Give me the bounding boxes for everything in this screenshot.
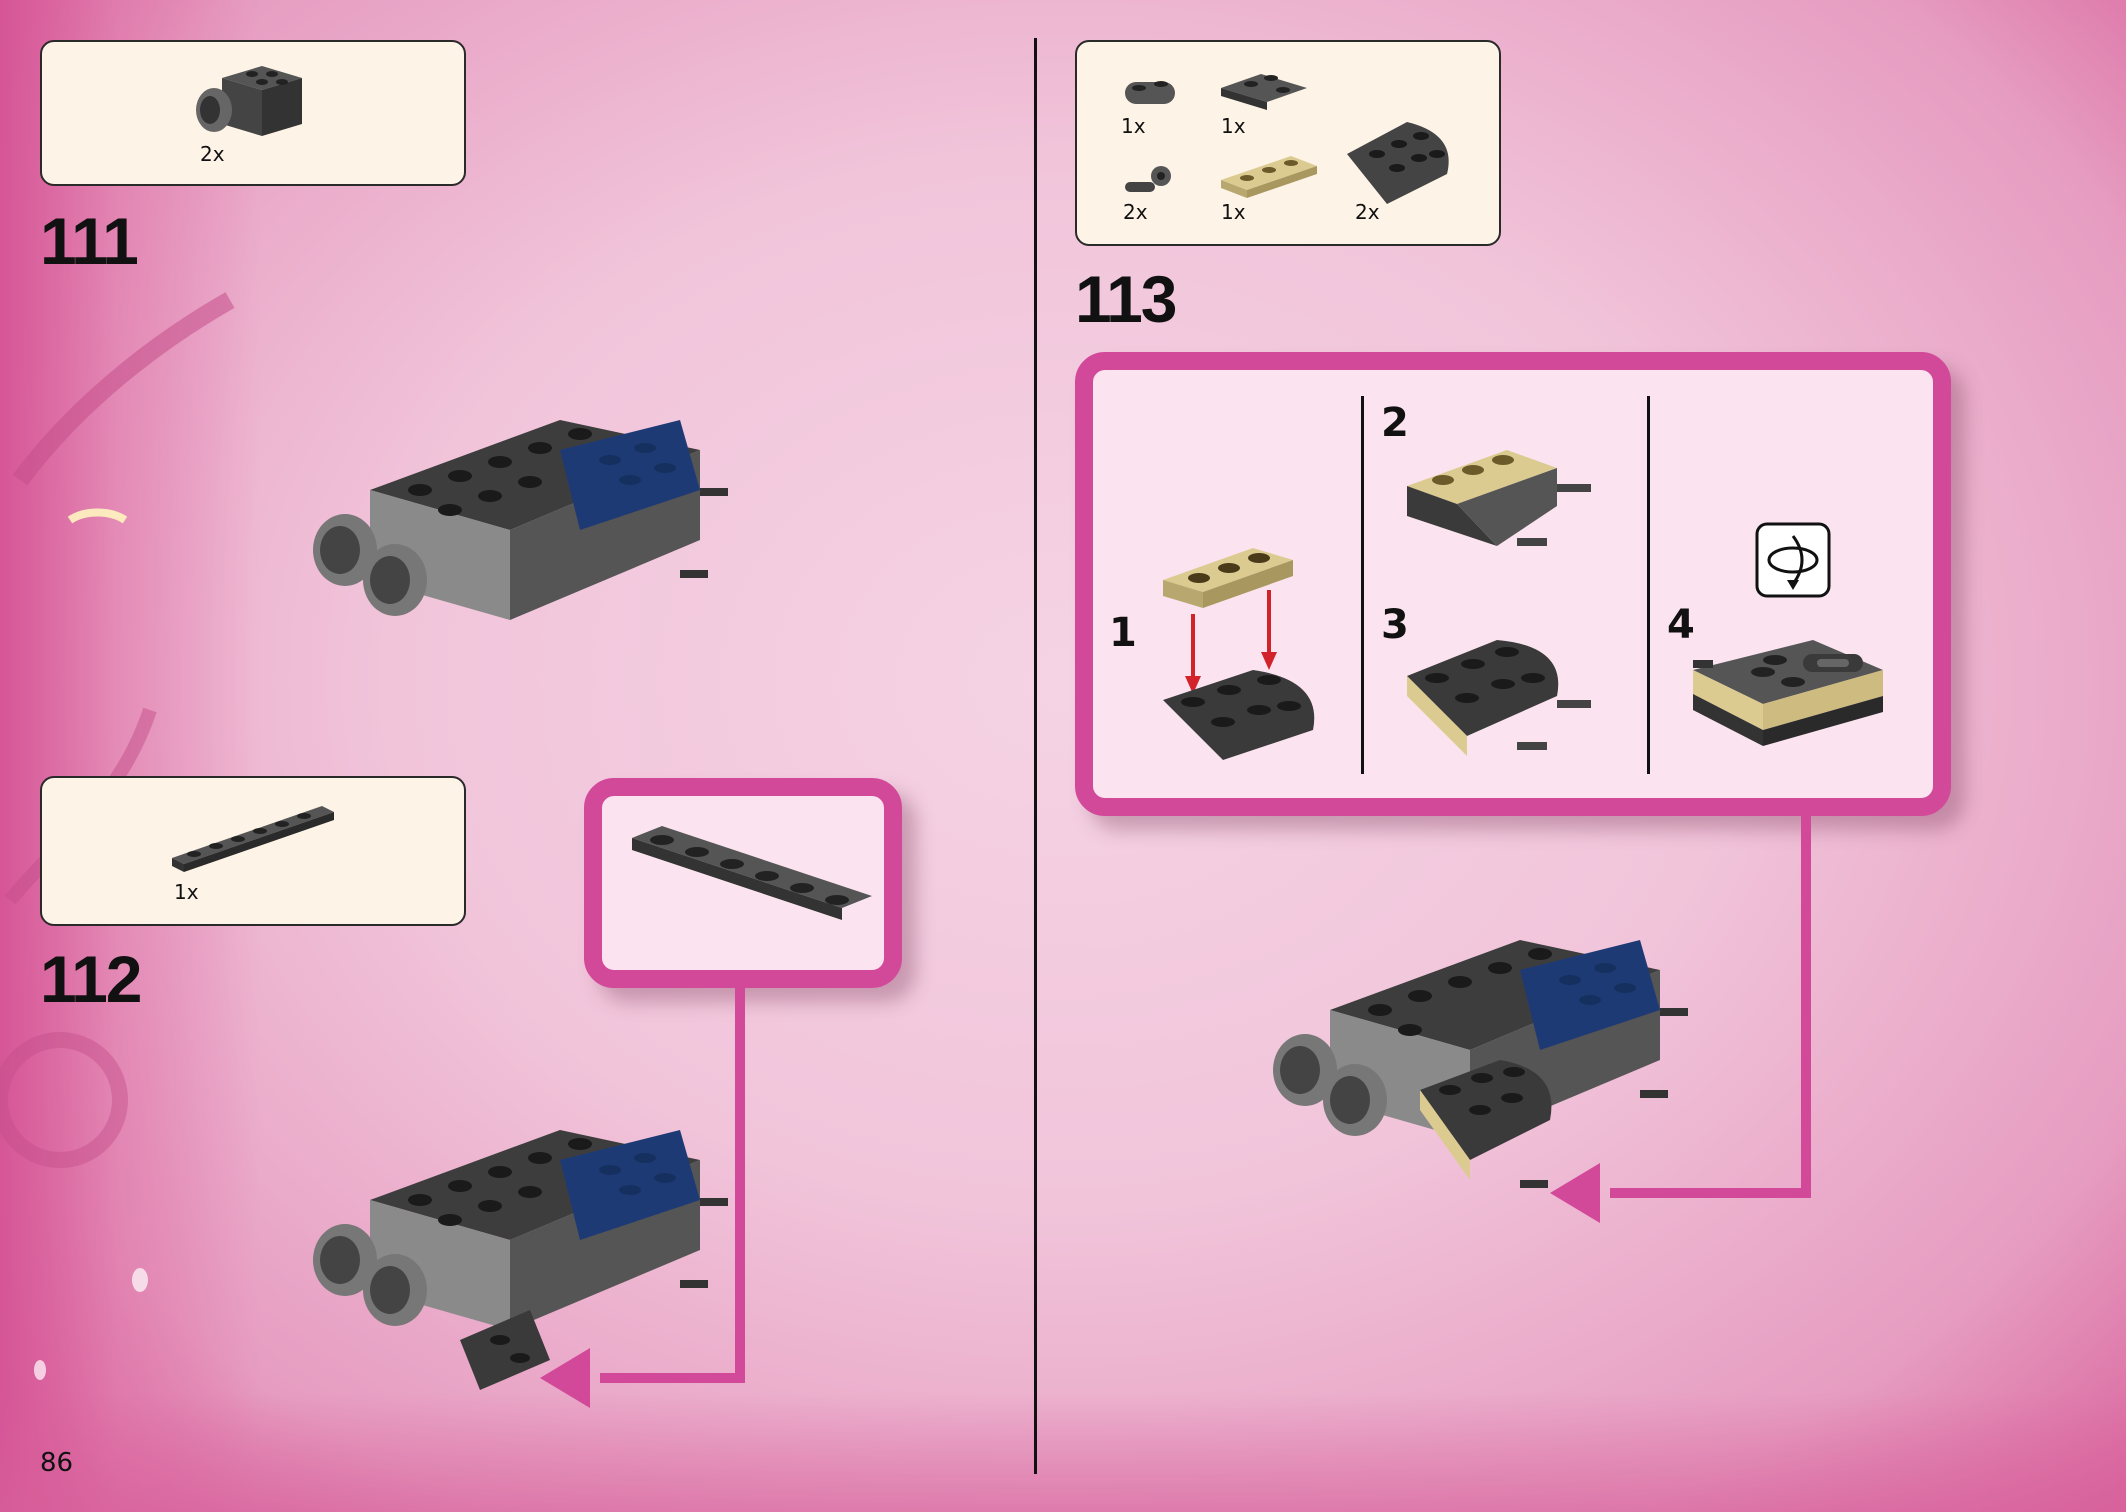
- part-qty: 1x: [1221, 200, 1246, 224]
- page-number: 86: [40, 1448, 74, 1478]
- step-112-callout: [584, 778, 902, 988]
- substep-4-illustration: [1693, 640, 1883, 746]
- round-plate-icon: [1125, 81, 1175, 104]
- round-corner-plate-icon: [1347, 122, 1449, 204]
- tan-plate-icon: [1221, 156, 1317, 198]
- model-assembly-112: [313, 1130, 728, 1390]
- model-assembly-113: [1273, 940, 1688, 1188]
- technic-brick-icon: [196, 66, 302, 136]
- step-113-callout: 1 2 3: [1075, 352, 1951, 816]
- corner-plate-icon: [1221, 74, 1307, 110]
- plate-1x6-icon: [172, 806, 334, 872]
- page-divider: [1034, 38, 1037, 1474]
- substep-number-4: 4: [1667, 602, 1695, 648]
- substep-divider: [1361, 396, 1364, 774]
- part-qty: 1x: [174, 880, 199, 904]
- step-number-113: 113: [1075, 262, 1177, 336]
- bar-holder-clip-icon: [1125, 166, 1171, 192]
- model-assembly-111: [313, 420, 728, 620]
- substep-1-illustration: [1163, 548, 1315, 760]
- step-number-111: 111: [40, 204, 139, 278]
- background-bottom-decoration: [0, 1392, 2126, 1512]
- substep-number-2: 2: [1381, 400, 1409, 446]
- step-113-parts-box: 1x 1x 2x 1x 2x: [1075, 40, 1501, 246]
- rotate-model-icon: [1755, 522, 1831, 598]
- substep-number-3: 3: [1381, 602, 1409, 648]
- plate-1x6-callout-icon: [632, 826, 872, 920]
- part-qty: 1x: [1221, 114, 1246, 138]
- part-qty: 1x: [1121, 114, 1146, 138]
- callout-arrow-112: [540, 988, 745, 1408]
- callout-arrow-113: [1550, 815, 1811, 1223]
- step-112-parts-box: 1x: [40, 776, 466, 926]
- part-qty: 2x: [1355, 200, 1380, 224]
- part-qty: 2x: [200, 142, 225, 166]
- substep-3-illustration: [1407, 640, 1591, 756]
- step-number-112: 112: [40, 942, 142, 1016]
- substep-number-1: 1: [1109, 610, 1137, 656]
- substep-divider: [1647, 396, 1650, 774]
- part-qty: 2x: [1123, 200, 1148, 224]
- step-111-parts-box: 2x: [40, 40, 466, 186]
- substep-2-illustration: [1407, 450, 1591, 546]
